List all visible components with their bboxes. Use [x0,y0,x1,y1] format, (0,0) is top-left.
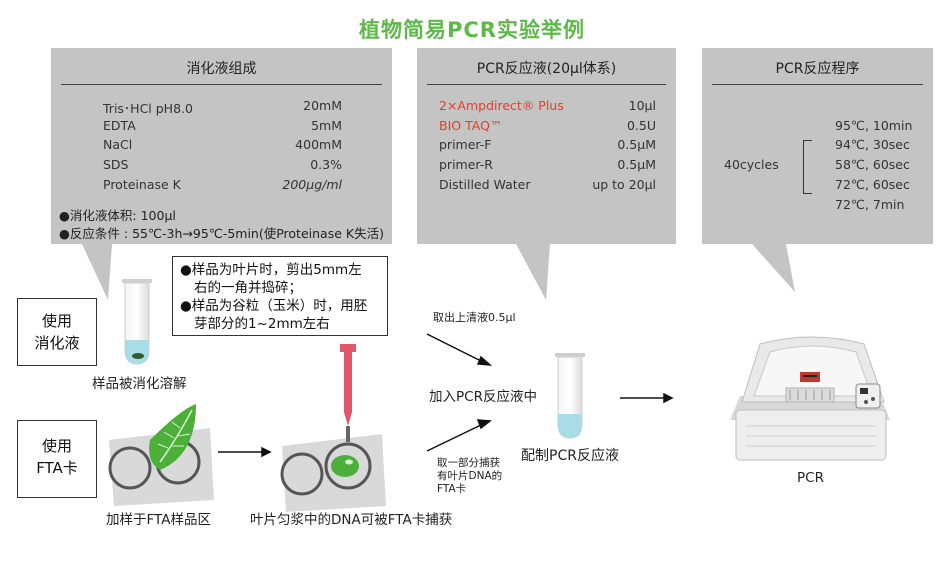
arrow-icon [620,392,674,404]
digest-row-value: 0.3% [310,157,342,172]
prepare-pcr-caption: 配制PCR反应液 [521,448,619,464]
digest-row-name: SDS [103,157,129,172]
arrow-icon [218,446,272,458]
pcr-row-value: 0.5U [626,118,656,133]
pcr-row-value: 0.5μM [617,157,656,172]
program-step: 95℃, 10min [835,118,913,133]
digest-composition-panel: 消化液组成 Tris･HCl pH8.0 20mM EDTA 5mM NaCl … [51,48,392,244]
take-card-line: 有叶片DNA的 [437,470,503,482]
panel-title: 消化液组成 [186,61,257,77]
pcr-row-value: 0.5μM [617,137,656,152]
arrow-icon [426,419,492,452]
digest-row-name: Tris･HCl pH8.0 [103,101,193,116]
arrow-icon [426,333,493,366]
digest-row-value: 200μg/ml [282,177,342,192]
method-label: 消化液 [34,334,80,352]
pcr-reaction-panel: PCR反应液(20μl体系) 2×Ampdirect® Plus 10μl BI… [417,48,676,244]
sample-note-line: ●样品为谷粒（玉米）时，用胚 [180,298,368,314]
take-card-line: 取一部分捕获 [437,457,500,469]
program-step: 72℃, 60sec [835,177,910,192]
digest-row-value: 5mM [311,118,342,133]
program-step: 58℃, 60sec [835,157,910,172]
sample-note-line: 芽部分的1~2mm左右 [194,316,330,332]
cycle-bracket [803,140,812,194]
pcr-row-name: primer-F [439,137,492,152]
pcr-row-name: 2×Ampdirect® Plus [439,98,564,113]
digest-tube-icon [122,279,152,365]
pcr-row-name: BIO TAQ™ [439,118,503,133]
pcr-machine-icon [730,336,890,461]
method-label: 使用 [41,312,72,330]
fta-capture-caption: 叶片匀浆中的DNA可被FTA卡捕获 [250,512,453,528]
digest-tube-caption: 样品被消化溶解 [92,376,187,392]
pcr-tube-icon [555,353,585,439]
pipette-icon [340,344,356,442]
sample-note-line: 右的一角并捣碎； [194,280,302,296]
add-to-pcr-caption: 加入PCR反应液中 [429,389,537,405]
digest-row-name: EDTA [103,118,136,133]
divider [427,84,666,85]
digest-row-value: 400mM [295,137,342,152]
sample-preparation-note: ●样品为叶片时，剪出5mm左 右的一角并捣碎； ●样品为谷粒（玉米）时，用胚 芽… [172,256,388,336]
cycles-label: 40cycles [724,157,779,172]
method-label: FTA卡 [36,459,78,477]
pcr-program-panel: PCR反应程序 95℃, 10min 94℃, 30sec 58℃, 60sec… [702,48,933,244]
fta-card-captured-icon [280,434,386,512]
method-fta-box: 使用 FTA卡 [17,420,97,498]
digest-callout-pointer [82,244,112,300]
pcr-row-value: up to 20μl [592,177,656,192]
page-title: 植物简易PCR实验举例 [359,18,585,42]
take-card-caption: 取一部分捕获 有叶片DNA的 FTA卡 [437,457,502,496]
take-card-line: FTA卡 [437,483,467,495]
fta-card-with-leaf-icon [108,404,214,506]
digest-row-name: NaCl [103,137,133,152]
method-label: 使用 [41,437,72,455]
panel-title: PCR反应程序 [775,61,860,77]
digest-condition-note: ●反应条件 : 55℃-3h→95℃-5min(使Proteinase K失活) [59,226,384,241]
pcr-row-value: 10μl [628,98,656,113]
fta-add-caption: 加样于FTA样品区 [106,512,211,528]
digest-row-name: Proteinase K [103,177,181,192]
method-digest-box: 使用 消化液 [17,298,97,366]
sample-note-line: ●样品为叶片时，剪出5mm左 [180,262,362,278]
pcr-row-name: primer-R [439,157,493,172]
panel-title: PCR反应液(20μl体系) [476,61,617,77]
digest-row-value: 20mM [303,98,342,113]
program-step: 72℃, 7min [835,197,905,212]
divider [712,84,923,85]
take-supernatant-caption: 取出上清液0.5μl [433,311,516,324]
program-callout-pointer [752,244,795,292]
pcr-caption: PCR [797,470,824,486]
pcr-callout-pointer [516,244,550,300]
program-step: 94℃, 30sec [835,137,910,152]
pcr-row-name: Distilled Water [439,177,531,192]
divider [61,84,382,85]
digest-volume-note: ●消化液体积: 100μl [59,208,176,223]
